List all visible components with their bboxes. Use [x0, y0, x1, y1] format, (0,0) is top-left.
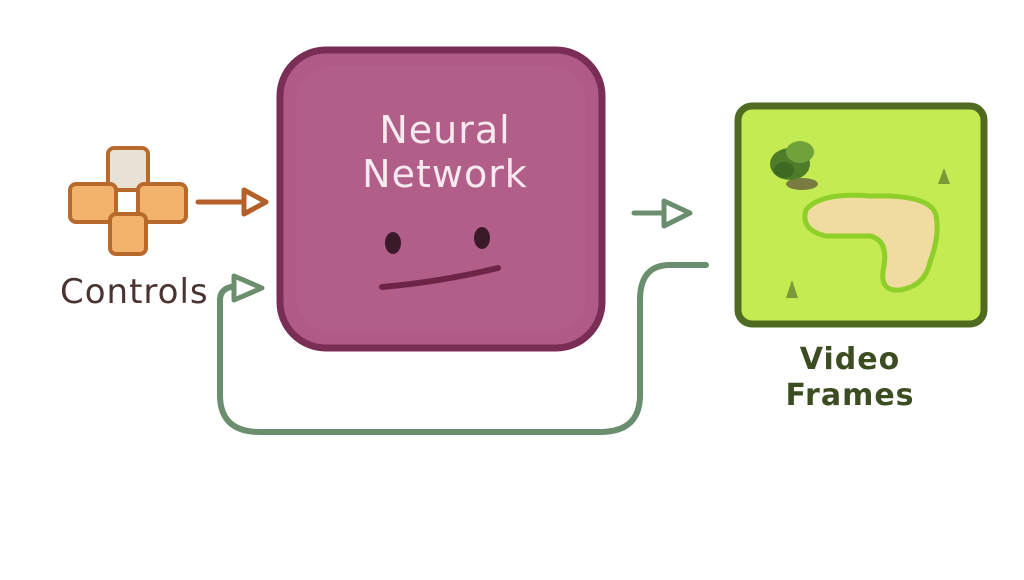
network-to-frames-arrow	[631, 198, 693, 229]
mouth	[379, 265, 501, 290]
smiley-face-icon	[379, 227, 501, 290]
dpad-up-button	[106, 146, 150, 192]
right-eye	[474, 227, 490, 249]
sand-path	[802, 192, 940, 293]
neural-network-label-line2: Network	[362, 152, 528, 196]
dpad-right-button	[136, 182, 188, 224]
grass-tuft-icon	[786, 280, 798, 298]
dpad-left-button	[68, 182, 118, 224]
video-frames-label-line1: Video	[799, 342, 901, 377]
video-frames-label-line2: Frames	[785, 378, 915, 413]
dpad-down-button	[108, 212, 148, 256]
feedback-loop-arrow	[217, 262, 709, 435]
dpad-icon	[68, 146, 188, 256]
tree-icon	[770, 141, 818, 190]
neural-network-label-line1: Neural	[379, 108, 511, 152]
controls-label: Controls	[60, 272, 209, 312]
video-frames-label: Video Frames	[780, 342, 920, 414]
grass-tuft-icon	[938, 168, 950, 184]
neural-network-box	[276, 46, 606, 352]
left-eye	[385, 232, 401, 254]
neural-network-label: Neural Network	[340, 108, 550, 196]
controls-to-network-arrow	[195, 187, 269, 217]
game-frame-icon	[734, 102, 988, 328]
